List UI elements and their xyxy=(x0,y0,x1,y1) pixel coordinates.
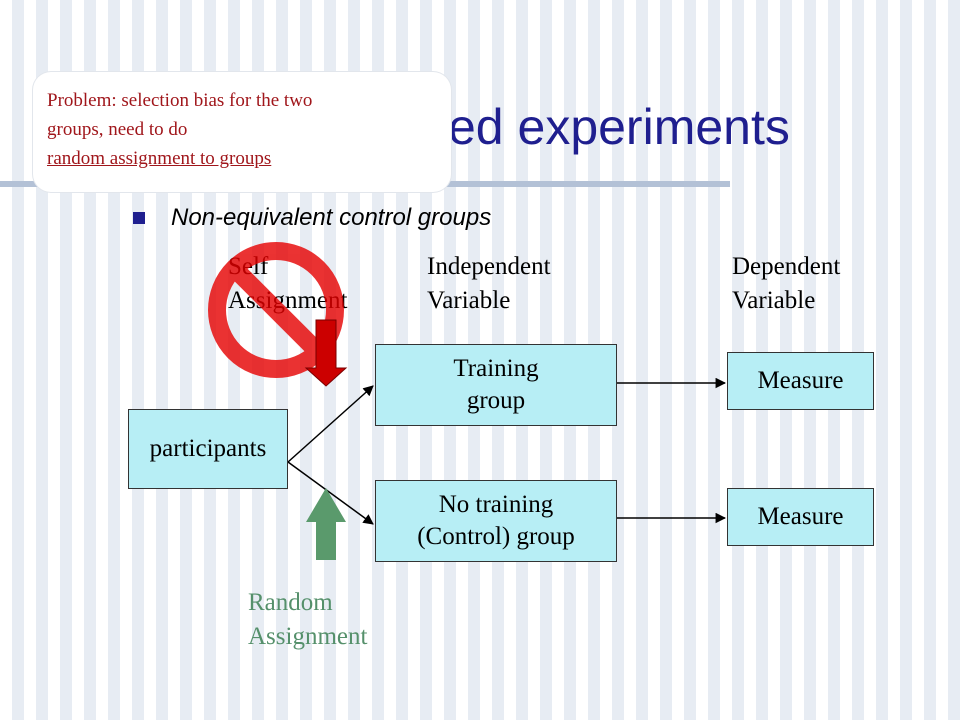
bullet-square-icon xyxy=(133,212,145,224)
control-group-line-1: No training xyxy=(438,491,554,518)
independent-variable-label: Independent Variable xyxy=(427,250,551,318)
random-assignment-arrow-icon xyxy=(306,488,346,560)
independent-variable-line-2: Variable xyxy=(427,287,511,314)
bullet-item: Non-equivalent control groups xyxy=(133,204,491,232)
dependent-variable-line-1: Dependent xyxy=(732,253,841,280)
connector-to-training xyxy=(287,385,374,463)
callout-text: Problem: selection bias for the two grou… xyxy=(47,86,443,173)
participants-box: participants xyxy=(128,409,288,489)
training-group-line-2: group xyxy=(466,387,526,414)
independent-variable-line-1: Independent xyxy=(427,253,551,280)
training-group-box: Training group xyxy=(375,344,617,426)
callout-line-2: groups, need to do xyxy=(47,119,188,140)
dependent-variable-line-2: Variable xyxy=(732,287,816,314)
no-symbol-icon xyxy=(208,242,344,378)
dependent-variable-label: Dependent Variable xyxy=(732,250,840,318)
random-assignment-line-2: Assignment xyxy=(248,623,368,650)
bullet-text: Non-equivalent control groups xyxy=(171,204,492,231)
measure-box-1: Measure xyxy=(727,352,874,410)
slide-title: ed experiments xyxy=(448,99,790,155)
self-assignment-arrow-icon xyxy=(304,319,348,387)
random-assignment-label: Random Assignment xyxy=(248,586,367,654)
random-assignment-link[interactable]: random assignment to groups xyxy=(47,148,272,169)
control-group-box: No training (Control) group xyxy=(375,480,617,562)
connector-to-control xyxy=(287,461,374,525)
control-group-line-2: (Control) group xyxy=(417,523,575,550)
measure-box-2: Measure xyxy=(727,488,874,546)
random-assignment-line-1: Random xyxy=(248,589,333,616)
training-group-line-1: Training xyxy=(453,355,539,382)
callout-line-1: Problem: selection bias for the two xyxy=(47,90,313,111)
problem-callout: Problem: selection bias for the two grou… xyxy=(33,72,451,192)
